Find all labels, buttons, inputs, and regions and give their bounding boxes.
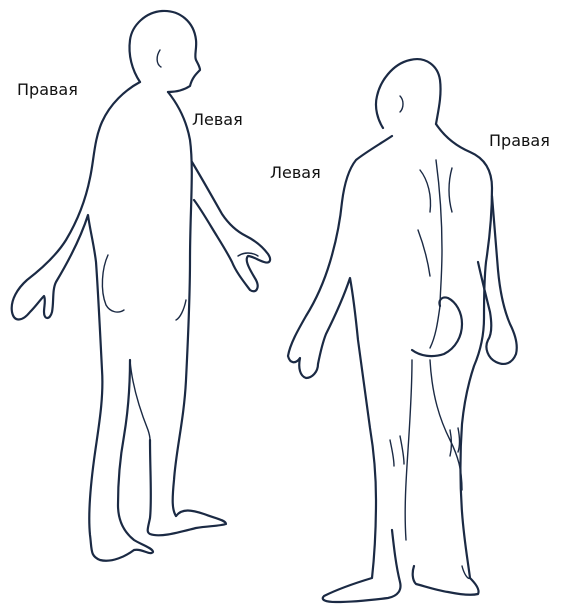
back-figure-inner-leg-left	[405, 360, 412, 540]
back-figure-inner-leg-right	[430, 360, 462, 490]
front-figure-head	[129, 11, 200, 92]
front-figure-right-side-label: Правая	[17, 80, 78, 100]
front-figure-buttock	[102, 255, 124, 312]
back-figure-ear	[400, 96, 403, 112]
front-figure-left-side-label: Левая	[192, 110, 243, 130]
front-figure-hip-line	[176, 300, 186, 320]
back-figure-glute-crease	[430, 306, 440, 348]
back-figure-lat-line	[418, 230, 430, 276]
front-figure-ear	[157, 50, 161, 67]
back-figure-left-side-label: Левая	[270, 163, 321, 183]
back-figure-knee-right-b	[458, 428, 460, 452]
front-figure-torso-front	[168, 92, 192, 516]
back-figure-scapula-left	[420, 170, 431, 212]
back-view-figure	[288, 59, 517, 602]
back-figure-head	[376, 59, 441, 128]
back-figure-knee-left-a	[390, 440, 394, 466]
front-figure-inner-leg	[130, 360, 150, 440]
front-figure-front-foot	[148, 440, 226, 535]
back-figure-scapula-right	[449, 168, 452, 212]
front-figure-back-outline	[12, 82, 153, 561]
back-figure-knee-right-a	[450, 430, 452, 456]
back-figure-right-outline	[413, 124, 492, 595]
back-figure-spine	[436, 160, 442, 306]
back-figure-knee-left-b	[400, 436, 404, 464]
front-figure-arm	[192, 162, 270, 291]
back-figure-right-side-label: Правая	[489, 131, 550, 151]
back-figure-left-outline	[288, 136, 401, 602]
